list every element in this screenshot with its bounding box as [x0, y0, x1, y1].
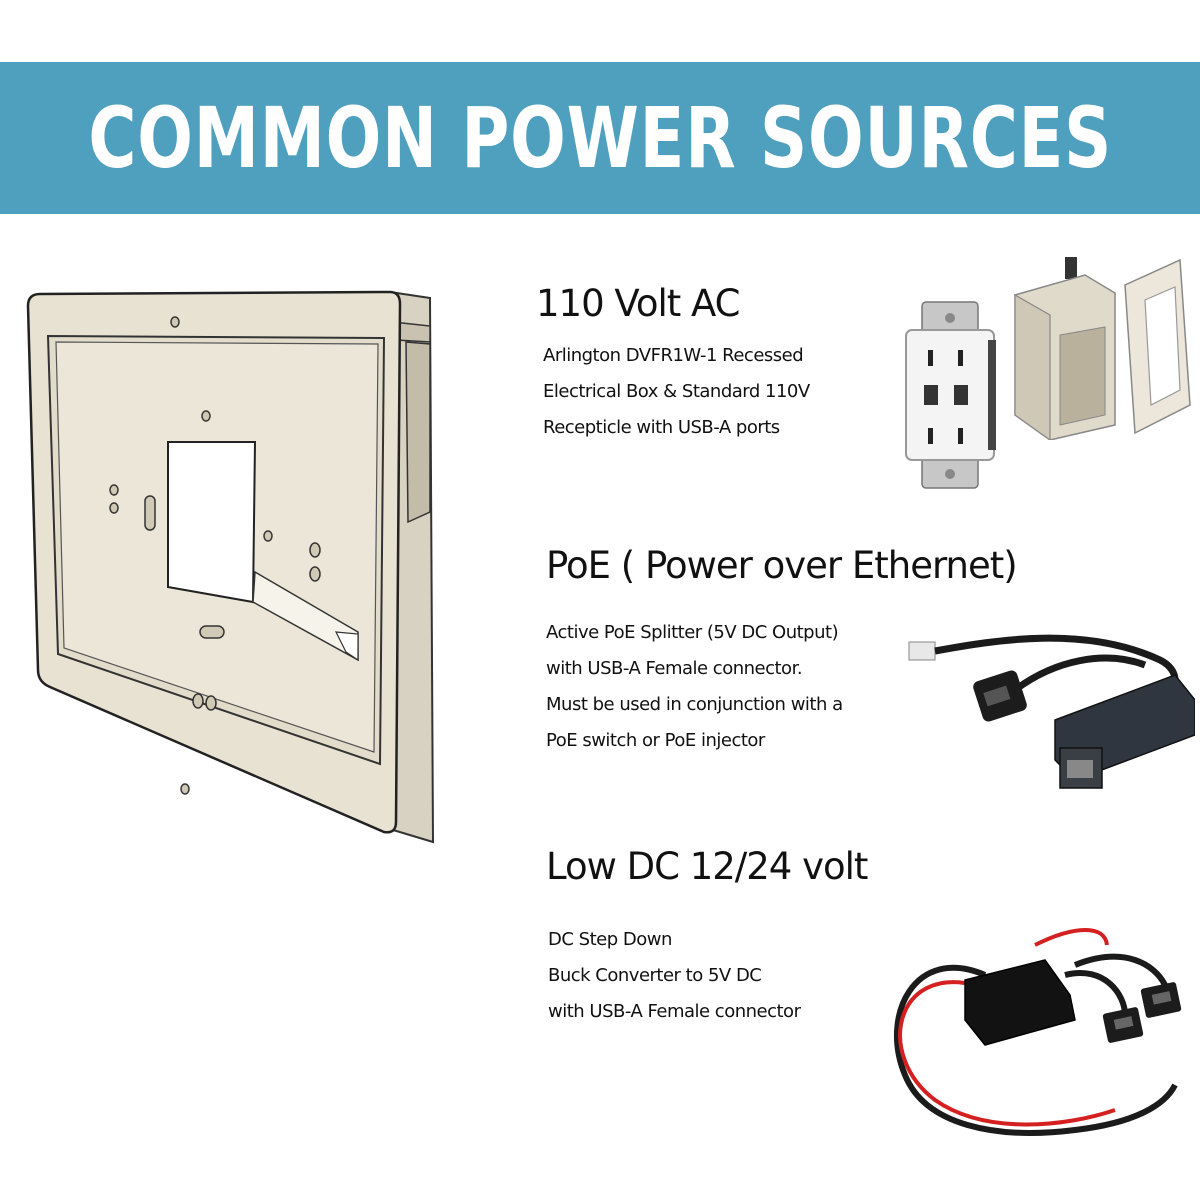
desc-line: PoE switch or PoE injector — [546, 730, 765, 751]
recessed-electrical-box-icon — [1014, 257, 1191, 440]
desc-line: with USB-A Female connector — [548, 1001, 801, 1022]
section-title-lowdc: Low DC 12/24 volt — [546, 845, 868, 888]
title-banner: COMMON POWER SOURCES — [0, 62, 1200, 214]
section-desc-110v: Arlington DVFR1W-1 Recessed Electrical B… — [543, 338, 810, 446]
tablet-wall-frame-icon — [26, 290, 435, 844]
dc-buck-converter-icon — [894, 928, 1182, 1136]
desc-line: Electrical Box & Standard 110V — [543, 381, 810, 402]
section-title-110v: 110 Volt AC — [536, 282, 741, 325]
desc-line: DC Step Down — [548, 929, 672, 950]
poe-splitter-icon — [908, 634, 1195, 789]
section-title-poe: PoE ( Power over Ethernet) — [546, 544, 1018, 587]
desc-line: with USB-A Female connector. — [546, 658, 803, 679]
usb-outlet-icon — [905, 301, 996, 489]
section-desc-lowdc: DC Step Down Buck Converter to 5V DC wit… — [548, 922, 801, 1030]
desc-line: Arlington DVFR1W-1 Recessed — [543, 345, 804, 366]
desc-line: Active PoE Splitter (5V DC Output) — [546, 622, 839, 643]
section-desc-poe: Active PoE Splitter (5V DC Output) with … — [546, 615, 843, 759]
page-title: COMMON POWER SOURCES — [88, 89, 1112, 187]
desc-line: Must be used in conjunction with a — [546, 694, 843, 715]
desc-line: Recepticle with USB-A ports — [543, 417, 780, 438]
desc-line: Buck Converter to 5V DC — [548, 965, 762, 986]
